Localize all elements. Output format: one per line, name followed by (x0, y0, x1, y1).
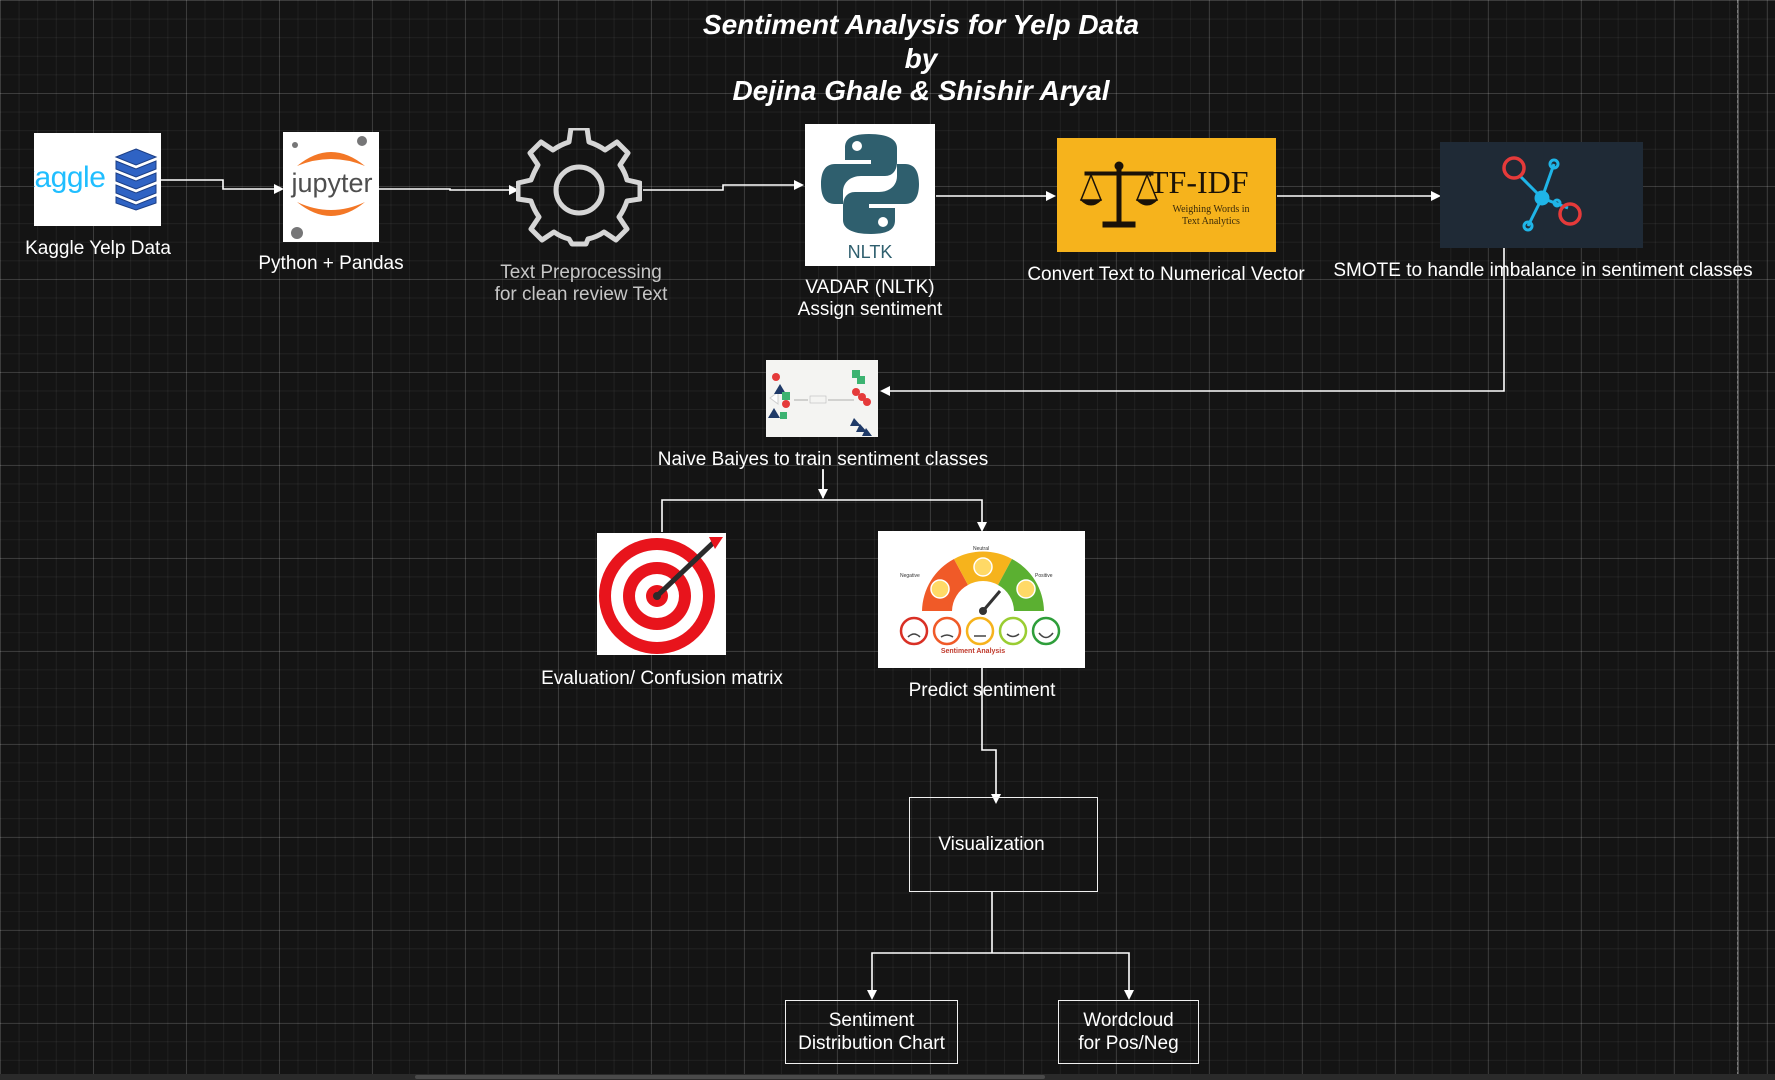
edge-jupyter-preprocess (378, 185, 519, 195)
gauge-neutral-text: Neutral (973, 546, 990, 552)
diagram-title-line2: by (904, 43, 938, 74)
gauge-positive-text: Positive (1035, 573, 1053, 579)
gauge-title-text: Sentiment Analysis (940, 648, 1006, 655)
naive-bayes-node[interactable] (766, 360, 878, 437)
horizontal-scrollbar-thumb[interactable] (415, 1075, 1045, 1079)
evaluation-label: Evaluation/ Confusion matrix (541, 668, 783, 689)
python-logo-icon (821, 134, 919, 234)
smote-node[interactable] (1440, 142, 1643, 248)
sentiment-gauge-icon (899, 551, 1061, 646)
preprocess-label-line2: for clean review Text (494, 284, 668, 305)
wordcloud-label-line2: for Pos/Neg (1078, 1033, 1179, 1054)
diagram-title-line1: Sentiment Analysis for Yelp Data (702, 9, 1140, 40)
edge-kaggle-jupyter (161, 179, 284, 194)
gear-icon[interactable] (516, 128, 642, 252)
jupyter-logo-text: jupyter (291, 168, 373, 198)
kaggle-label: Kaggle Yelp Data (25, 238, 171, 259)
distribution-label-line1: Sentiment (828, 1010, 915, 1031)
jupyter-logo-icon (291, 136, 367, 239)
network-graph-icon (1502, 156, 1582, 232)
preprocess-label-line1: Text Preprocessing (500, 262, 662, 283)
visualization-box[interactable]: Visualization (909, 797, 1098, 892)
kaggle-node[interactable]: kaggle (34, 133, 161, 226)
classification-shapes-icon (768, 370, 872, 436)
target-icon (599, 537, 723, 654)
predict-label: Predict sentiment (908, 680, 1056, 701)
edge-preprocess-vader (643, 180, 804, 191)
distribution-label-line2: Distribution Chart (798, 1033, 945, 1054)
edge-smote-naivebayes (880, 248, 1505, 396)
edge-nb-evaluation (661, 499, 823, 532)
kaggle-logo-text: kaggle (34, 161, 106, 194)
wordcloud-box[interactable]: Wordcloud for Pos/Neg (1058, 1000, 1199, 1064)
jupyter-label: Python + Pandas (258, 253, 404, 274)
database-icon (114, 148, 158, 211)
distribution-chart-box[interactable]: Sentiment Distribution Chart (785, 1000, 958, 1064)
tfidf-logo-sub1: Weighing Words in (1172, 204, 1250, 215)
tfidf-logo-title: TF-IDF (1149, 164, 1249, 200)
naive-bayes-label: Naive Baiyes to train sentiment classes (657, 449, 989, 470)
edge-vis-distribution (867, 952, 992, 1000)
edge-vis-wordcloud (992, 952, 1134, 1000)
wordcloud-label-line1: Wordcloud (1083, 1010, 1174, 1031)
visualization-label: Visualization (938, 834, 1045, 855)
edge-nb-predict (823, 499, 987, 532)
smote-label: SMOTE to handle imbalance in sentiment c… (1333, 260, 1753, 281)
nltk-node[interactable]: NLTK (805, 124, 935, 266)
tfidf-node[interactable]: TF-IDF Weighing Words in Text Analytics (1057, 138, 1276, 252)
scales-icon (1079, 161, 1159, 228)
predict-node[interactable]: Negative Neutral Positive Sentiment Anal… (878, 531, 1085, 668)
tfidf-label: Convert Text to Numerical Vector (1027, 264, 1305, 285)
vader-label-line1: VADAR (NLTK) (805, 277, 935, 298)
evaluation-node[interactable] (597, 533, 726, 655)
diagram-title-line3: Dejina Ghale & Shishir Aryal (732, 75, 1110, 106)
edge-predict-visualization (981, 668, 1001, 804)
vader-label-line2: Assign sentiment (797, 299, 943, 320)
jupyter-node[interactable]: jupyter (283, 132, 379, 242)
gauge-negative-text: Negative (900, 573, 920, 579)
tfidf-logo-sub2: Text Analytics (1182, 216, 1240, 227)
nltk-logo-text: NLTK (847, 242, 893, 262)
canvas-edge-divider (1737, 0, 1739, 1080)
